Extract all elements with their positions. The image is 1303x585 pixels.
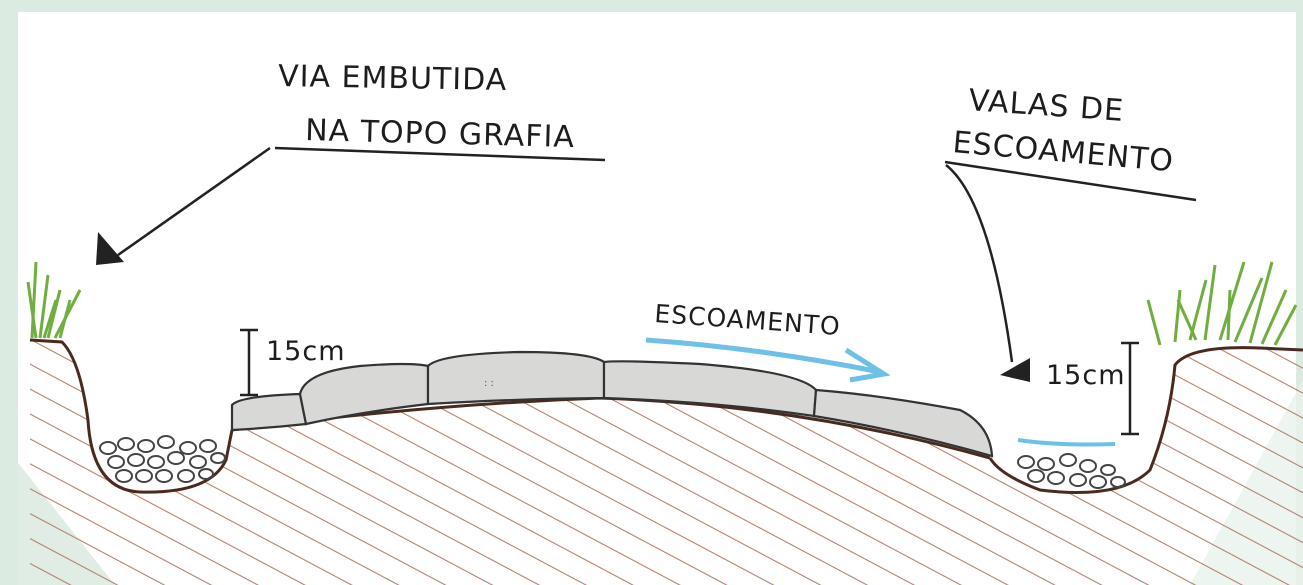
- gravel-left-ditch: [99, 435, 226, 483]
- leader-valas: [944, 160, 1197, 363]
- svg-text:: :: : :: [484, 378, 494, 389]
- arrowhead-valas: [1000, 358, 1030, 382]
- grass-right: [1146, 261, 1298, 346]
- gravel-right-ditch: [1017, 453, 1126, 489]
- dimension-right-label: 15cm: [1046, 360, 1126, 391]
- label-via-line1: VIA EMBUTIDA: [278, 59, 508, 98]
- grass-left: [26, 261, 82, 339]
- label-via-line2: NA TOPO GRAFIA: [305, 113, 576, 155]
- dimension-right: [1121, 341, 1139, 436]
- dimension-left-label: 15cm: [266, 336, 346, 367]
- water-in-ditch: [1017, 438, 1116, 447]
- dimension-left: [240, 328, 258, 397]
- flow-arrow: [645, 337, 891, 383]
- arrowhead-via: [96, 232, 124, 265]
- leader-via: [117, 146, 606, 257]
- paver-blocks: : :: [230, 350, 994, 458]
